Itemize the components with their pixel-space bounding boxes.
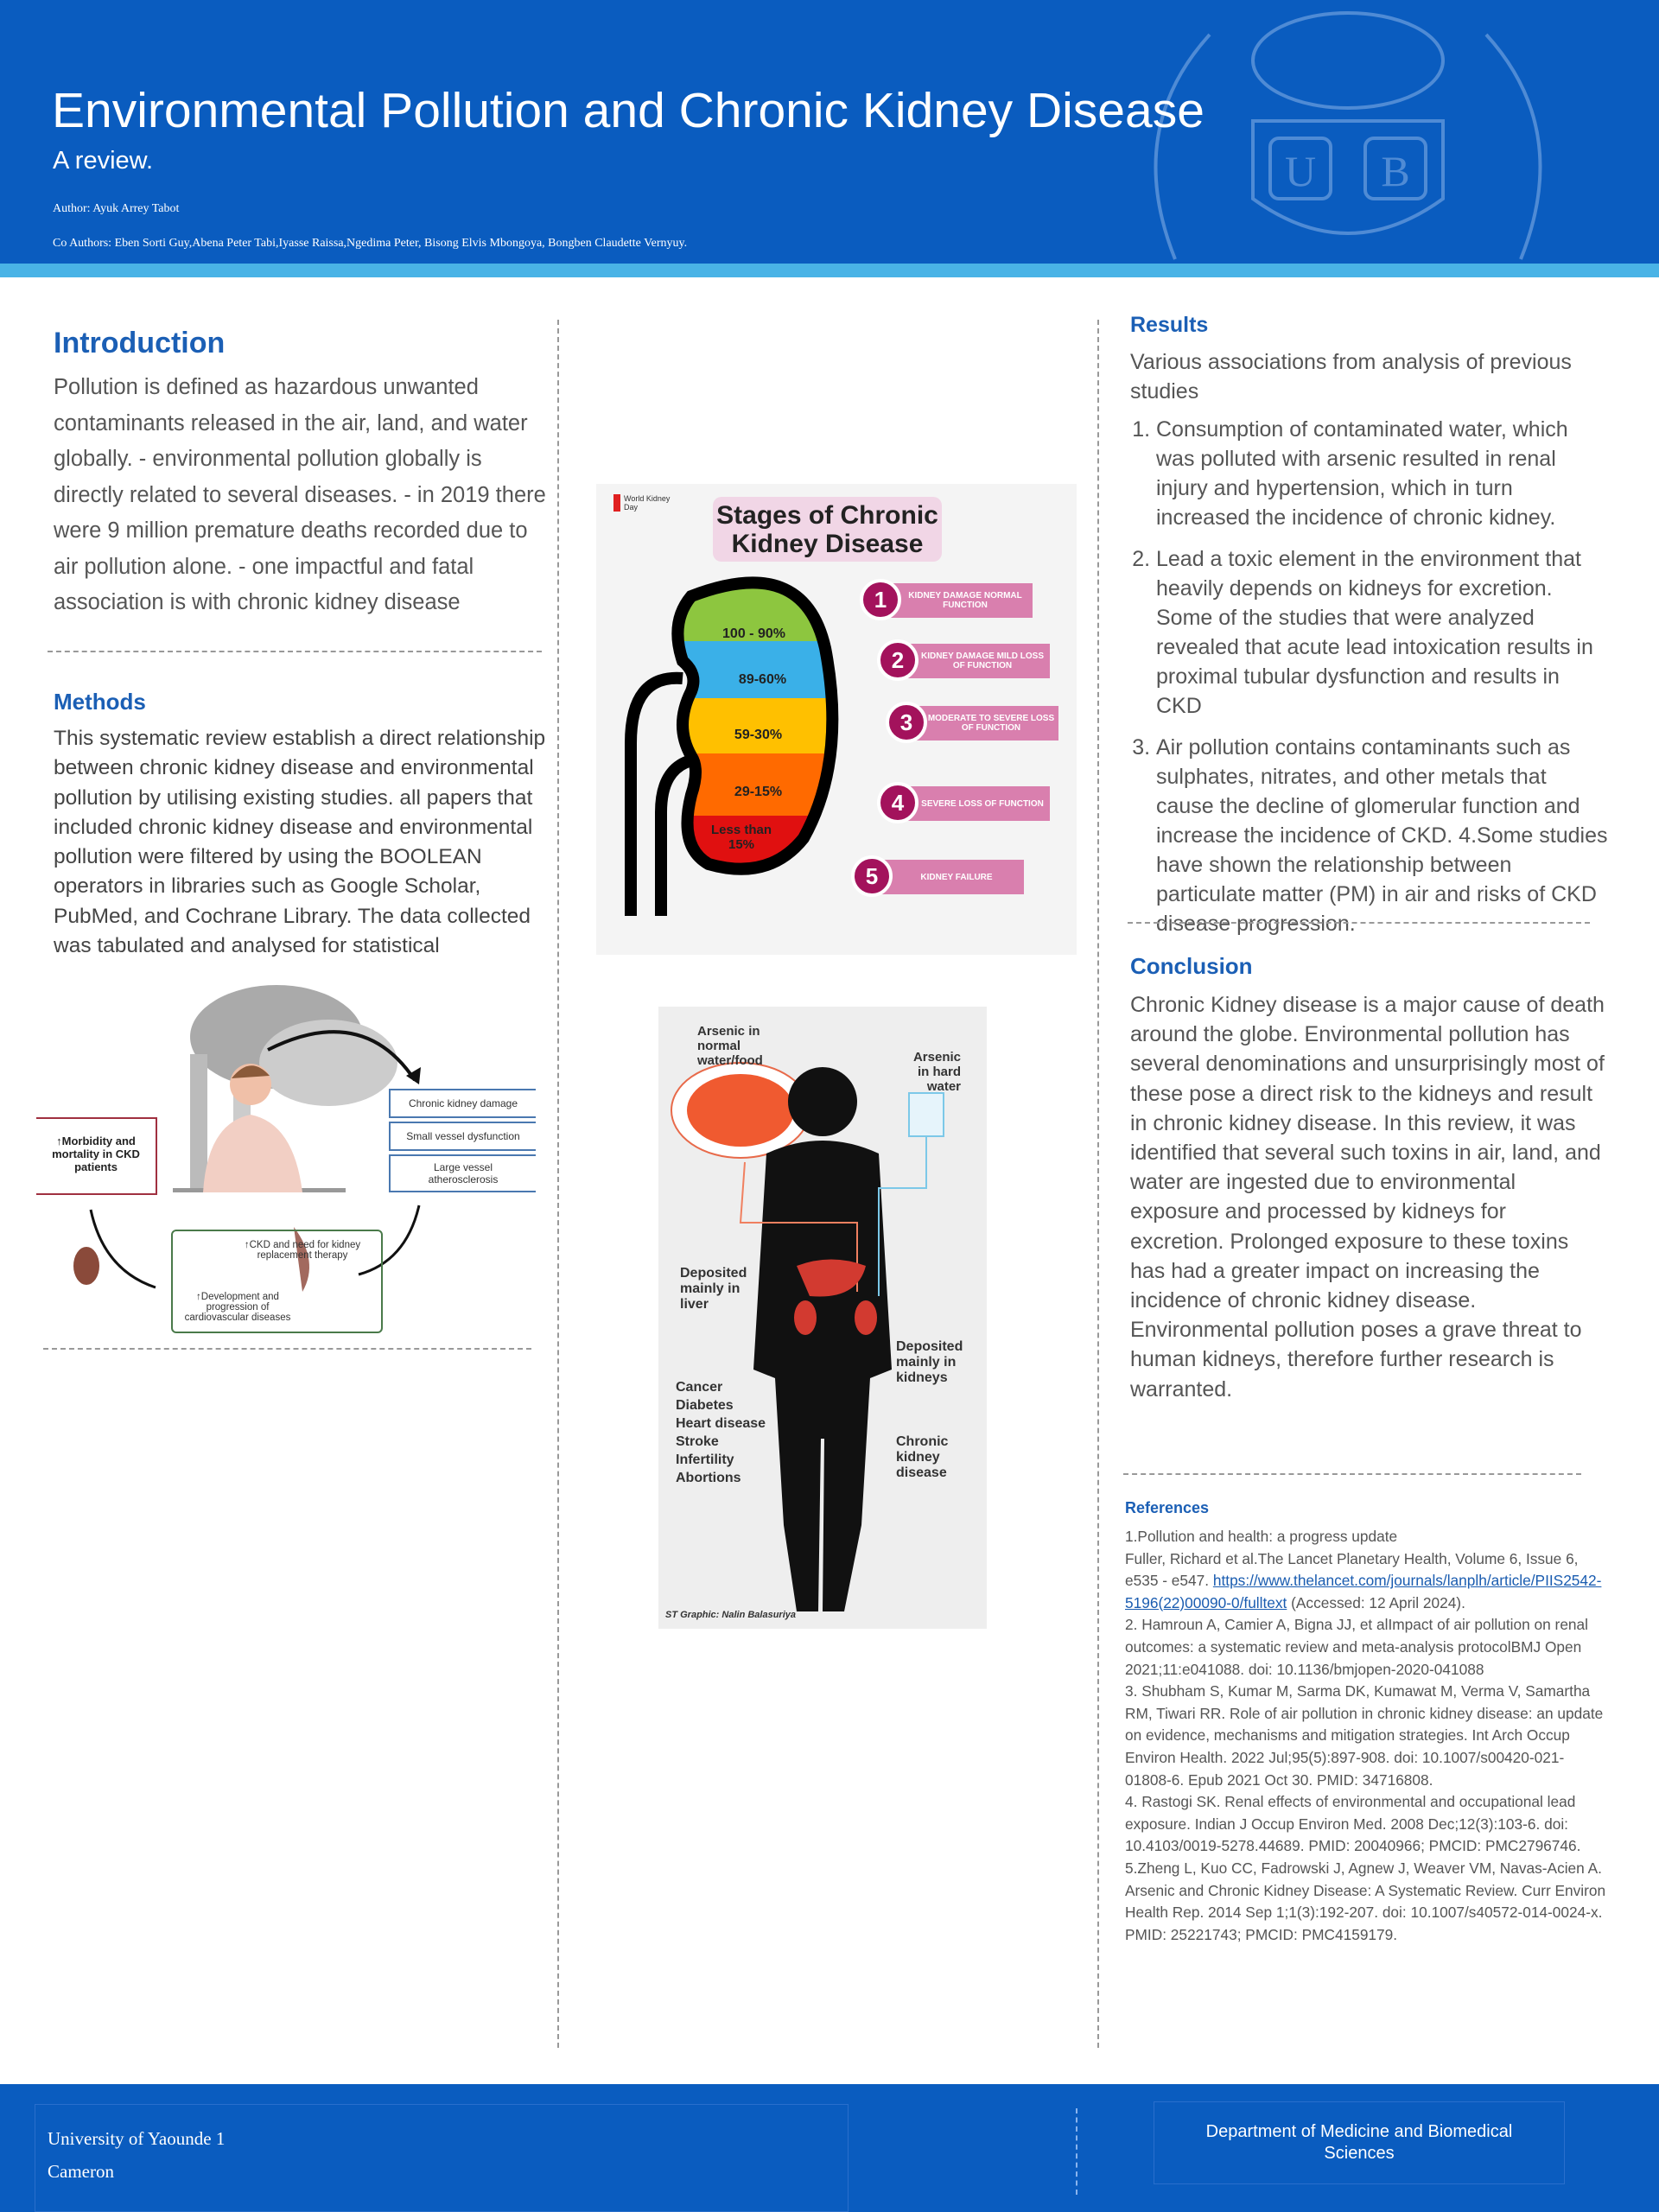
svg-text:U: U [1285, 147, 1316, 195]
stage-range: Less than 15% [710, 823, 772, 852]
result-item: Lead a toxic element in the environment … [1156, 544, 1610, 721]
result-item: Air pollution contains contaminants such… [1156, 733, 1610, 938]
ckd-outcome: ↑CKD and need for kidney replacement the… [244, 1240, 361, 1261]
kidney-deposit-label: Deposited mainly in kidneys [896, 1339, 963, 1385]
poster-header [0, 0, 1659, 264]
header-accent-strip [0, 264, 1659, 277]
pollution-cycle-figure: Chronic kidney damage Small vessel dysfu… [35, 976, 536, 1339]
kidney-illustration [625, 576, 839, 916]
arsenic-exposure-figure: Arsenic in normal water/food Arsenic in … [658, 1007, 987, 1629]
reference-item: 2. Hamroun A, Camier A, Bigna JJ, et alI… [1125, 1616, 1588, 1678]
effect-large-vessel: Large vessel atherosclerosis [389, 1154, 536, 1192]
result-item: Consumption of contaminated water, which… [1156, 415, 1610, 532]
stage-description: KIDNEY DAMAGE MILD LOSS OF FUNCTION [903, 644, 1050, 678]
methods-heading: Methods [54, 689, 146, 715]
morbidity-box: ↑Morbidity and mortality in CKD patients [36, 1117, 157, 1195]
stage-description: KIDNEY FAILURE [877, 860, 1024, 894]
poster-footer [0, 2084, 1659, 2212]
graphic-credit: ST Graphic: Nalin Balasuriya [665, 1610, 796, 1620]
references-list: 1.Pollution and health: a progress updat… [1125, 1526, 1609, 1946]
stage-range: 100 - 90% [722, 626, 785, 641]
stage-range: 29-15% [734, 785, 783, 799]
poster-subtitle: A review. [53, 147, 154, 175]
introduction-text: Pollution is defined as hazardous unwant… [54, 375, 546, 614]
results-intro: Various associations from analysis of pr… [1130, 350, 1572, 404]
section-divider [43, 1348, 531, 1350]
author: Author: Ayuk Arrey Tabot [53, 202, 180, 215]
stage-description: MODERATE TO SEVERE LOSS OF FUNCTION [912, 706, 1058, 741]
pollution-illustration [73, 985, 421, 1292]
university-crest-logo: U B [1154, 11, 1542, 260]
world-kidney-day-logo: World Kidney Day [613, 494, 683, 512]
department-box: Department of Medicine and Biomedical Sc… [1154, 2101, 1565, 2184]
reference-item: 4. Rastogi SK. Renal effects of environm… [1125, 1793, 1581, 1855]
arsenic-food-label: Arsenic in normal water/food [697, 1024, 763, 1068]
references-heading: References [1125, 1499, 1210, 1516]
introduction-heading: Introduction [54, 327, 226, 359]
footer-divider [1076, 2108, 1077, 2195]
reference-item: 5.Zheng L, Kuo CC, Fadrowski J, Agnew J,… [1125, 1859, 1606, 1943]
column-divider [557, 320, 559, 2048]
conclusion-heading: Conclusion [1130, 953, 1253, 979]
reference-item: 3. Shubham S, Kumar M, Sarma DK, Kumawat… [1125, 1682, 1604, 1789]
stage-description: SEVERE LOSS OF FUNCTION [903, 786, 1050, 821]
conclusion-text: Chronic Kidney disease is a major cause … [1130, 993, 1605, 1402]
column-divider [1097, 320, 1099, 2048]
stage-number-badge: 4 [877, 782, 918, 823]
stage-number-badge: 5 [851, 855, 893, 897]
poster-title: Environmental Pollution and Chronic Kidn… [52, 83, 1205, 138]
stages-title: Stages of Chronic Kidney Disease [713, 497, 942, 562]
ckd-label: Chronic kidney disease [896, 1434, 949, 1480]
section-divider [1123, 1473, 1581, 1475]
outcomes-box: ↑CKD and need for kidney replacement the… [171, 1230, 383, 1333]
human-silhouette-illustration [671, 1062, 944, 1611]
section-divider [48, 651, 542, 652]
stage-description: KIDNEY DAMAGE NORMAL FUNCTION [886, 583, 1033, 618]
university-name: University of Yaounde 1 [48, 2128, 226, 2149]
liver-deposit-label: Deposited mainly in liver [680, 1266, 747, 1312]
reference-link[interactable]: https://www.thelancet.com/journals/lanpl… [1125, 1572, 1602, 1611]
university-box: University of Yaounde 1 Cameron [35, 2104, 849, 2212]
country: Cameron [48, 2161, 114, 2182]
stage-number-badge: 1 [860, 579, 901, 620]
effect-chronic-kidney-damage: Chronic kidney damage [389, 1089, 536, 1118]
svg-text:B: B [1381, 147, 1409, 195]
co-authors: Co Authors: Eben Sorti Guy,Abena Peter T… [53, 237, 688, 250]
section-divider [1128, 922, 1590, 924]
effect-small-vessel: Small vessel dysfunction [389, 1122, 536, 1151]
stage-number-badge: 2 [877, 639, 918, 681]
stage-range: 89-60% [738, 672, 787, 687]
arsenic-water-label: Arsenic in hard water [912, 1050, 961, 1094]
stage-range: 59-30% [734, 728, 783, 742]
results-heading: Results [1130, 313, 1209, 337]
results-list: Consumption of contaminated water, which… [1130, 415, 1610, 950]
ckd-stages-figure: World Kidney Day Stages of Chronic Kidne… [596, 484, 1077, 955]
stage-number-badge: 3 [886, 702, 927, 743]
methods-text: This systematic review establish a direc… [54, 727, 546, 958]
cvd-outcome: ↑Development and progression of cardiova… [184, 1292, 291, 1323]
